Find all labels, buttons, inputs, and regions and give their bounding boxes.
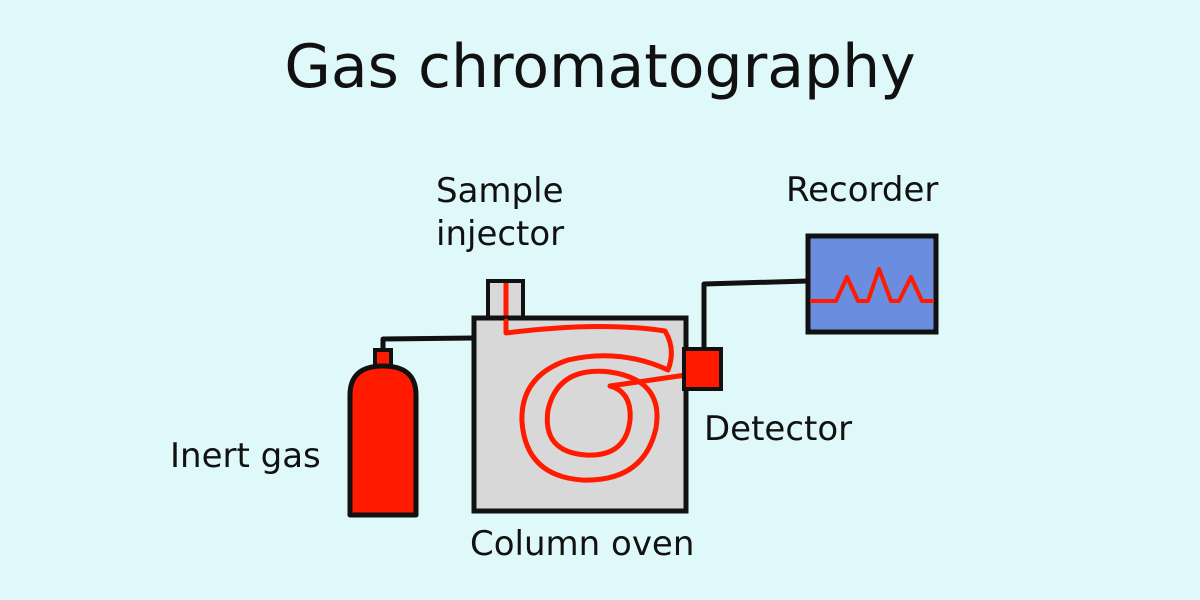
label-column-oven: Column oven [470, 524, 695, 564]
label-inert-gas: Inert gas [170, 436, 321, 476]
detector-signal-line [701, 278, 809, 349]
recorder-trace [810, 267, 934, 303]
diagram-title: Gas chromatography [284, 32, 916, 102]
gas-supply-line [380, 335, 475, 352]
label-sample-injector-line2: injector [436, 214, 565, 254]
detector-box [682, 347, 723, 391]
label-recorder: Recorder [786, 170, 939, 210]
label-sample-injector-line1: Sample [436, 171, 564, 211]
column-coil [503, 318, 689, 483]
label-detector: Detector [704, 409, 853, 449]
inert-gas-cylinder [347, 348, 419, 518]
